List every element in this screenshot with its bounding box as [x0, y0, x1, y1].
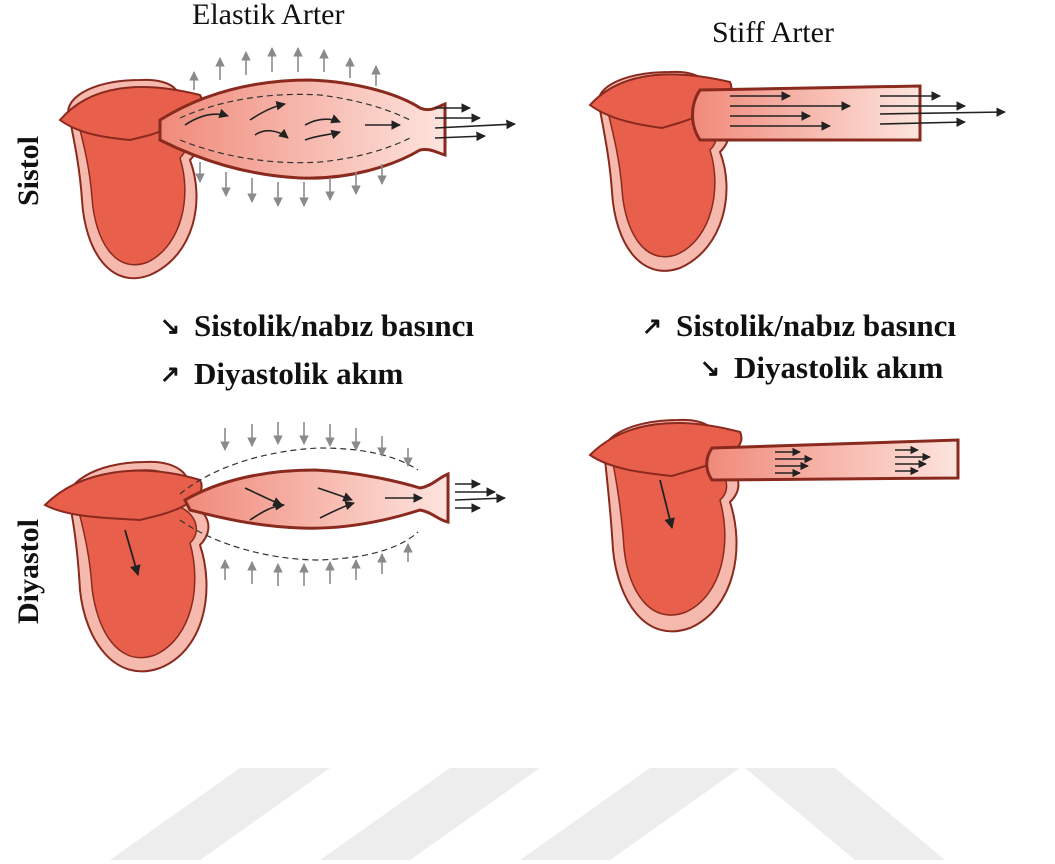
title-stiff-artery: Stiff Arter [712, 16, 834, 50]
effect-elastic-pulse-pressure: ↘Sistolik/nabız basıncı [160, 308, 474, 344]
effect-elastic-diastolic-flow: ↗Diyastolik akım [160, 356, 403, 392]
row-label-diastole: Diyastol [12, 519, 46, 624]
effect-label: Sistolik/nabız basıncı [676, 308, 956, 343]
artery-systole-stiff [693, 86, 921, 140]
effect-label: Sistolik/nabız basıncı [194, 308, 474, 343]
effect-label: Diyastolik akım [194, 356, 403, 391]
decrease-arrow-icon: ↘ [160, 312, 194, 341]
effect-label: Diyastolik akım [734, 350, 943, 385]
row-label-systole: Sistol [12, 136, 46, 206]
heart-diastole-elastic [45, 462, 208, 671]
increase-arrow-icon: ↗ [642, 312, 676, 341]
decrease-arrow-icon: ↘ [700, 354, 734, 383]
effect-stiff-diastolic-flow: ↘Diyastolik akım [700, 350, 943, 386]
effect-stiff-pulse-pressure: ↗Sistolik/nabız basıncı [642, 308, 956, 344]
increase-arrow-icon: ↗ [160, 360, 194, 389]
artery-diastole-stiff [707, 440, 958, 480]
watermark-stripes [110, 768, 945, 860]
artery-systole-elastic [160, 80, 445, 178]
title-elastic-artery: Elastik Arter [192, 0, 344, 32]
